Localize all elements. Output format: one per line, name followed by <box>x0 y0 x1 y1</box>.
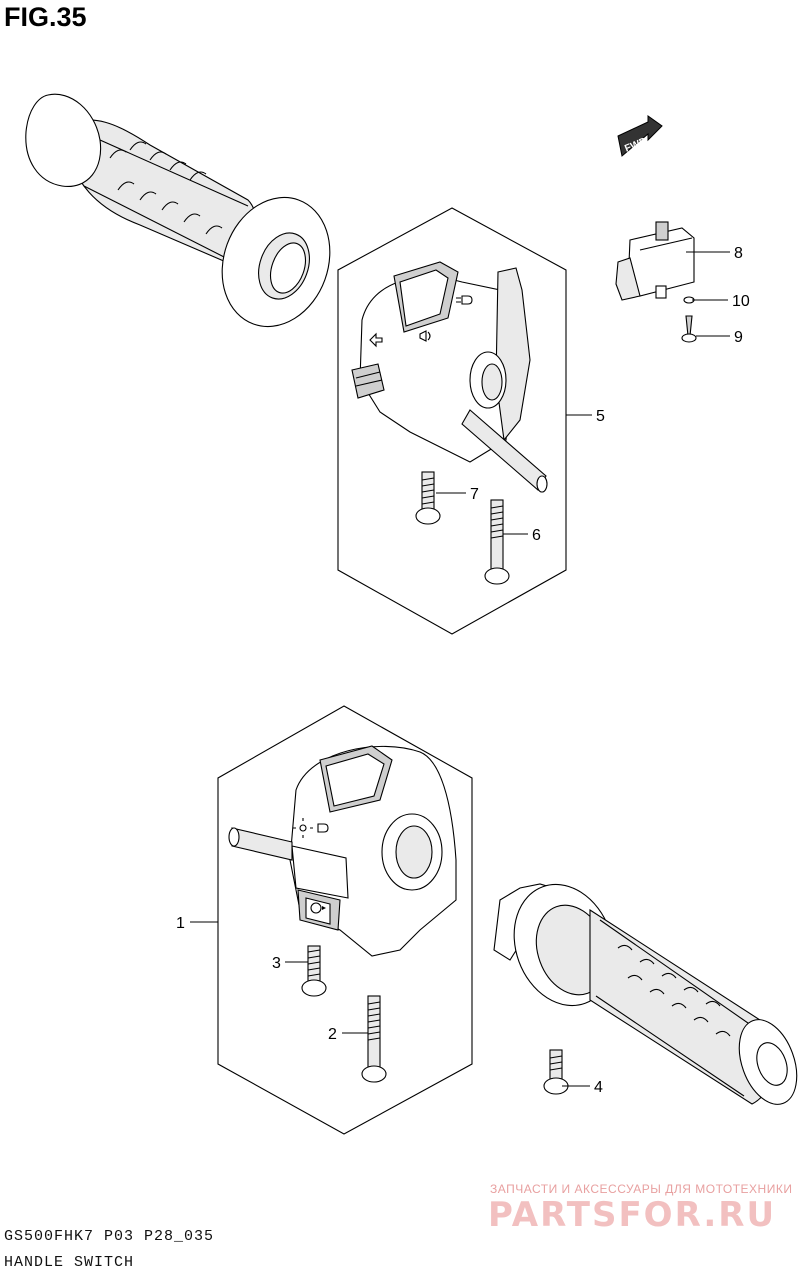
callout-10: 10 <box>732 293 750 310</box>
callout-5: 5 <box>596 408 605 425</box>
turn-signal-icon <box>369 332 383 348</box>
callout-2: 2 <box>328 1026 337 1043</box>
part-8-switch[interactable] <box>615 221 695 301</box>
part-1-right-handle-switch[interactable] <box>228 745 457 957</box>
part-4-screw[interactable] <box>543 1049 569 1095</box>
assembly-1-boundary <box>217 705 473 1135</box>
part-5-left-handle-switch[interactable] <box>351 261 548 493</box>
part-9-screw[interactable] <box>681 315 697 343</box>
fwd-arrow-icon: FWD <box>617 115 663 157</box>
watermark-tagline: ЗАПЧАСТИ И АКСЕССУАРЫ ДЛЯ МОТОТЕХНИКИ <box>490 1182 793 1196</box>
leader-lines <box>190 251 730 1087</box>
figure-title: FIG.35 <box>4 2 87 32</box>
starter-icon <box>310 902 326 914</box>
part-2-screw[interactable] <box>361 995 387 1083</box>
part-7-screw[interactable] <box>415 471 441 525</box>
grip-ribs <box>109 141 223 235</box>
part-3-screw[interactable] <box>301 945 327 997</box>
grip-ribs <box>617 944 731 1037</box>
callout-1: 1 <box>176 915 185 932</box>
headlight-switch-icon <box>293 818 329 838</box>
part-6-screw[interactable] <box>484 499 510 585</box>
headlight-icon <box>456 295 473 305</box>
horn-icon <box>419 330 431 342</box>
footer-section-name: HANDLE SWITCH <box>4 1254 135 1271</box>
watermark-brand: PARTSFOR.RU <box>488 1195 777 1235</box>
callout-8: 8 <box>734 245 743 262</box>
left-handlebar-grip[interactable] <box>25 93 348 342</box>
right-handlebar-grip[interactable] <box>493 870 800 1112</box>
callout-3: 3 <box>272 955 281 972</box>
callout-6: 6 <box>532 527 541 544</box>
callout-4: 4 <box>594 1079 603 1096</box>
callout-7: 7 <box>470 486 479 503</box>
callout-9: 9 <box>734 329 743 346</box>
footer-model-code: GS500FHK7 P03 P28_035 <box>4 1228 215 1245</box>
assembly-5-boundary <box>337 207 567 635</box>
